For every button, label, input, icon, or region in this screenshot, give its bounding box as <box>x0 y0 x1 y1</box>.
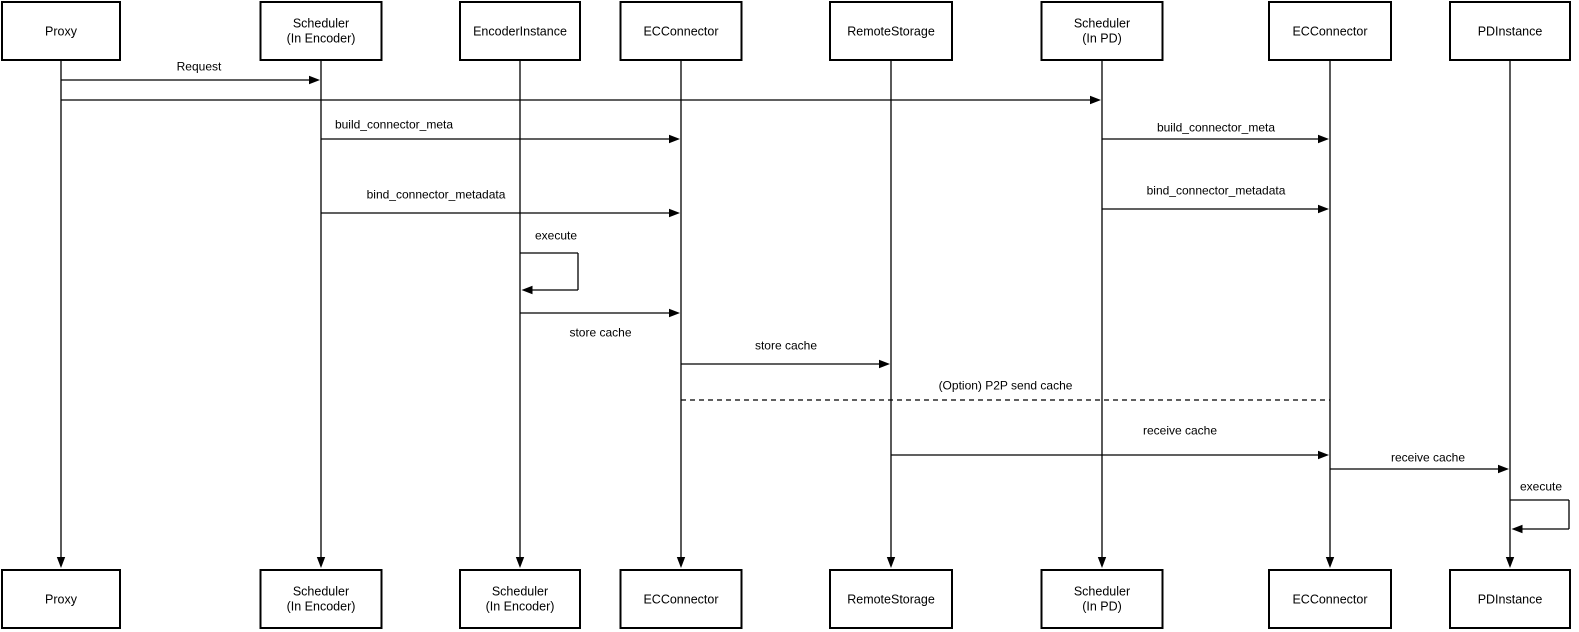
actor-top-label-ec-connector-encoder: ECConnector <box>643 25 718 39</box>
lifeline-arrowhead-ec-connector-encoder <box>676 557 686 568</box>
actor-bottom-label-remote-storage: RemoteStorage <box>847 593 935 607</box>
actor-bottom-label-ec-connector-pd: ECConnector <box>1292 593 1367 607</box>
actor-top-box-scheduler-in-encoder <box>259 1 383 61</box>
message-arrowhead <box>1090 95 1101 105</box>
message-label: build_connector_meta <box>1157 121 1275 135</box>
actor-bottom-box-encoder-instance <box>459 569 581 629</box>
message-arrowhead <box>1318 134 1329 144</box>
actor-bottom-label-pd-instance: PDInstance <box>1478 593 1543 607</box>
message-label: store cache <box>569 326 631 340</box>
lifeline-arrowhead-proxy <box>56 557 66 568</box>
actor-bottom-label-ec-connector-encoder: ECConnector <box>643 593 718 607</box>
message-arrowhead <box>1318 450 1329 460</box>
actor-top-label-pd-instance: PDInstance <box>1478 25 1543 39</box>
message-label: execute <box>1520 480 1562 494</box>
actor-top-box-proxy <box>1 1 121 61</box>
message-label: build_connector_meta <box>335 118 453 132</box>
message-arrowhead <box>1498 464 1509 474</box>
self-message-arrowhead <box>1511 524 1523 534</box>
message-arrowhead <box>1318 204 1329 214</box>
message-label: bind_connector_metadata <box>1147 184 1286 198</box>
actor-bottom-label-scheduler-in-encoder: Scheduler(In Encoder) <box>287 585 356 614</box>
message-label: receive cache <box>1391 451 1465 465</box>
actor-top-box-ec-connector-pd <box>1268 1 1392 61</box>
actor-top-box-remote-storage <box>829 1 953 61</box>
lifeline-arrowhead-remote-storage <box>886 557 896 568</box>
actor-top-label-proxy: Proxy <box>45 25 78 39</box>
message-arrowhead <box>669 134 680 144</box>
message-label: execute <box>535 229 577 243</box>
actor-top-label-ec-connector-pd: ECConnector <box>1292 25 1367 39</box>
actor-bottom-label-encoder-instance: Scheduler(In Encoder) <box>486 585 555 614</box>
message-label: (Option) P2P send cache <box>939 379 1073 393</box>
actor-bottom-box-proxy <box>1 569 121 629</box>
actor-top-box-pd-instance <box>1449 1 1571 61</box>
lifeline-arrowhead-scheduler-in-encoder <box>316 557 326 568</box>
message-label: receive cache <box>1143 424 1217 438</box>
message-label: bind_connector_metadata <box>367 188 506 202</box>
message-label: Request <box>177 60 222 74</box>
actor-bottom-label-proxy: Proxy <box>45 593 78 607</box>
message-arrowhead <box>879 359 890 369</box>
actor-top-label-encoder-instance: EncoderInstance <box>473 25 567 39</box>
actor-top-box-ec-connector-encoder <box>619 1 743 61</box>
actor-top-label-scheduler-in-pd: Scheduler(In PD) <box>1074 17 1130 46</box>
actor-top-box-scheduler-in-pd <box>1040 1 1164 61</box>
actor-bottom-label-scheduler-in-pd: Scheduler(In PD) <box>1074 585 1130 614</box>
message-arrowhead <box>669 308 680 318</box>
lifeline-arrowhead-encoder-instance <box>515 557 525 568</box>
actor-bottom-box-ec-connector-encoder <box>619 569 743 629</box>
message-label: store cache <box>755 339 817 353</box>
message-arrowhead <box>309 75 320 85</box>
actor-top-label-scheduler-in-encoder: Scheduler(In Encoder) <box>287 17 356 46</box>
self-message-arrowhead <box>521 285 533 295</box>
actor-bottom-box-remote-storage <box>829 569 953 629</box>
actor-bottom-box-scheduler-in-pd <box>1040 569 1164 629</box>
actor-top-box-encoder-instance <box>459 1 581 61</box>
actor-top-label-remote-storage: RemoteStorage <box>847 25 935 39</box>
actor-bottom-box-pd-instance <box>1449 569 1571 629</box>
lifeline-arrowhead-scheduler-in-pd <box>1097 557 1107 568</box>
actor-bottom-box-ec-connector-pd <box>1268 569 1392 629</box>
message-arrowhead <box>669 208 680 218</box>
actor-bottom-box-scheduler-in-encoder <box>259 569 383 629</box>
lifeline-arrowhead-pd-instance <box>1505 557 1515 568</box>
lifeline-arrowhead-ec-connector-pd <box>1325 557 1335 568</box>
